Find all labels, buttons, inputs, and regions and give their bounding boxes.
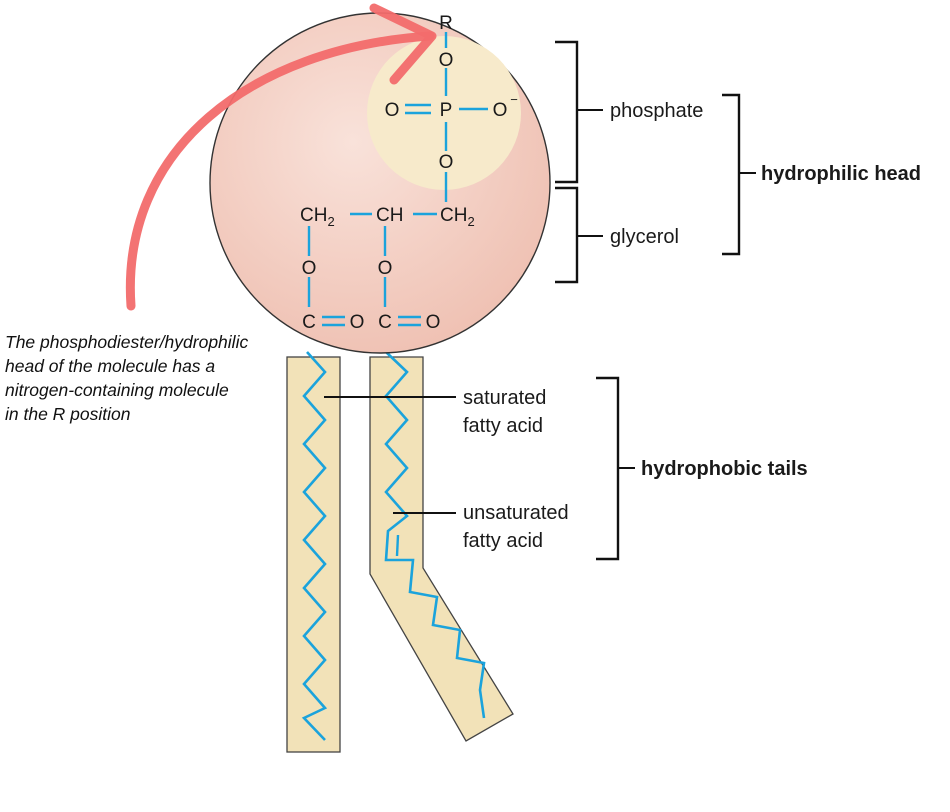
r-position-arrow: [125, 3, 437, 311]
saturated-tail-body: [286, 356, 341, 753]
atom-ch2-right: CH2: [440, 205, 475, 229]
saturated-label-line1: saturated: [463, 387, 546, 409]
head-annotations: phosphate glycerol hydrophilic head: [555, 40, 921, 284]
arrow-head: [369, 3, 437, 85]
atom-o-ester-right: O: [378, 258, 393, 279]
atom-ch: CH: [376, 205, 403, 226]
caption-line2: head of the molecule has a: [5, 356, 215, 376]
glycerol-label: glycerol: [610, 226, 679, 248]
atom-o-top: O: [439, 50, 454, 71]
caption-line4: in the R position: [5, 404, 131, 424]
unsaturated-chain: [384, 351, 486, 719]
atom-c-left: C: [302, 312, 316, 333]
caption-line3: nitrogen-containing molecule: [5, 380, 229, 400]
atom-o-ester-left: O: [302, 258, 317, 279]
cis-double-bond: [395, 534, 400, 557]
charge-minus: −: [510, 92, 518, 107]
glycerol-bracket: [555, 186, 579, 284]
saturated-chain: [301, 351, 328, 741]
saturated-label-line2: fatty acid: [463, 415, 543, 437]
hydrophobic-tails-bracket: [596, 376, 620, 561]
bonds: [307, 32, 488, 327]
tail-unsaturated: [369, 351, 514, 742]
caption: The phosphodiester/hydrophilic head of t…: [5, 332, 248, 424]
atom-o-minus: O: [493, 100, 508, 121]
atoms: R O O P O − O CH2 CH CH2 O O C O C O: [300, 13, 518, 333]
atom-c-right: C: [378, 312, 392, 333]
atom-ch2-left: CH2: [300, 205, 335, 229]
atom-o-carbonyl-left: O: [350, 312, 365, 333]
unsaturated-label-line2: fatty acid: [463, 530, 543, 552]
atom-r: R: [439, 13, 453, 34]
hydrophilic-head-label: hydrophilic head: [761, 163, 921, 185]
unsaturated-tail-body: [369, 356, 514, 742]
atom-p: P: [440, 100, 453, 121]
atom-o-carbonyl-right: O: [426, 312, 441, 333]
caption-line1: The phosphodiester/hydrophilic: [5, 332, 248, 352]
atom-o-lower: O: [439, 152, 454, 173]
hydrophobic-tails-label: hydrophobic tails: [641, 458, 808, 480]
unsaturated-label-line1: unsaturated: [463, 502, 569, 524]
phosphate-bracket: [555, 40, 579, 184]
phosphate-zone: [367, 36, 521, 190]
atom-o-left: O: [385, 100, 400, 121]
tail-saturated: [286, 351, 341, 753]
arrow-shaft: [125, 31, 435, 311]
phosphate-label: phosphate: [610, 100, 703, 122]
hydrophilic-head-bracket: [722, 93, 741, 256]
tail-annotations: saturated fatty acid unsaturated fatty a…: [324, 376, 808, 561]
